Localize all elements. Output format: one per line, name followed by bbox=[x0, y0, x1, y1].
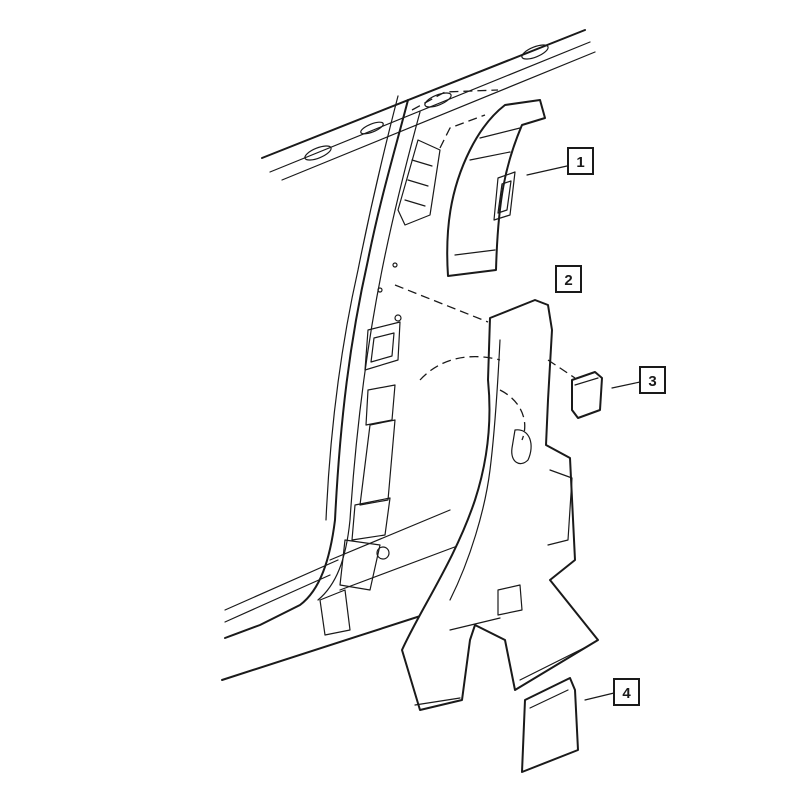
roof-rail bbox=[261, 29, 596, 181]
lower-trim-insert bbox=[521, 677, 579, 773]
svg-text:3: 3 bbox=[648, 373, 656, 390]
svg-text:2: 2 bbox=[564, 272, 572, 289]
cover-cap bbox=[571, 371, 603, 419]
callout-3: 3 bbox=[639, 366, 666, 394]
leader-lines bbox=[526, 165, 641, 701]
callout-2: 2 bbox=[555, 265, 582, 293]
lower-b-pillar-trim bbox=[401, 299, 599, 711]
svg-text:4: 4 bbox=[622, 685, 631, 702]
assembly-lines bbox=[394, 89, 576, 441]
svg-text:1: 1 bbox=[576, 154, 584, 171]
upper-b-pillar-trim bbox=[446, 99, 546, 277]
callout-1: 1 bbox=[567, 147, 594, 175]
callout-4: 4 bbox=[613, 678, 640, 706]
